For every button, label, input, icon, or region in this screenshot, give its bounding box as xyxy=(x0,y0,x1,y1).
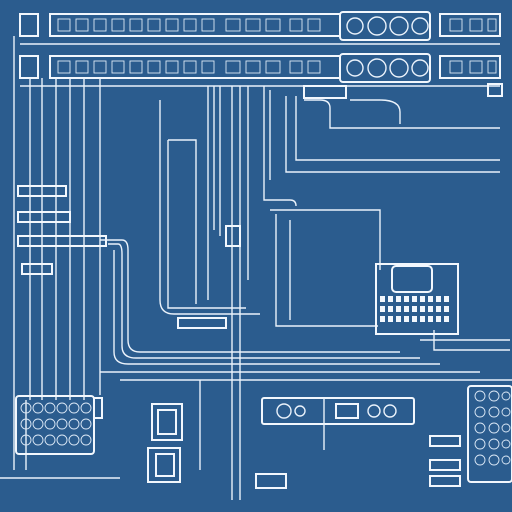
terminal-strip-second xyxy=(19,53,501,83)
left-wire-labels xyxy=(17,185,107,275)
terminal-bar-bottom xyxy=(261,397,415,450)
connector-block-left xyxy=(15,395,103,455)
left-drop-wires xyxy=(13,36,101,470)
harness-tags xyxy=(177,83,503,489)
ic-module-center-right xyxy=(375,263,459,335)
connector-block-right xyxy=(429,385,512,487)
wire-harness-center xyxy=(0,86,512,500)
relay-box-upper xyxy=(151,403,183,441)
terminal-strip-top xyxy=(19,11,501,41)
relay-box-lower xyxy=(147,447,181,483)
